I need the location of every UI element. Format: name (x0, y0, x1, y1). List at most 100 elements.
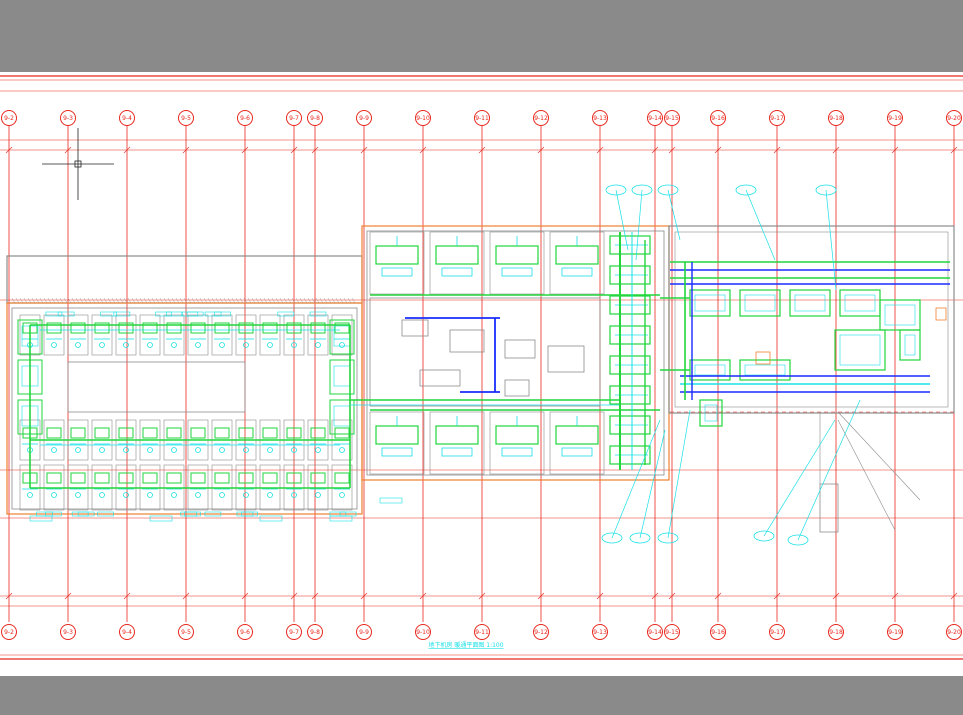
dimension-tick (123, 146, 131, 154)
diffuser-symbol (339, 492, 345, 498)
hatch-line (143, 297, 148, 304)
hatch-line (235, 297, 240, 304)
hatch-line (195, 297, 200, 304)
fan-coil-cell (43, 314, 65, 356)
hatch-line (11, 297, 16, 304)
hatch-line (163, 297, 168, 304)
dimension-tick (5, 146, 13, 154)
fan-coil-unit (286, 322, 302, 334)
axis-bubble-label: 9-9 (359, 629, 369, 636)
axis-bubble (60, 110, 76, 126)
hatch-line (295, 297, 300, 304)
fan-coil-unit (118, 322, 134, 334)
fan-coil-unit (310, 472, 326, 484)
center-equipment (547, 345, 585, 373)
hatch-line (103, 297, 108, 304)
fan-coil-unit (214, 427, 230, 439)
hatch-line (191, 297, 196, 304)
diffuser-symbol (219, 447, 225, 453)
fan-coil-unit (94, 427, 110, 439)
hatch-line (147, 297, 152, 304)
pipe-network (29, 232, 955, 531)
hatch-line (251, 297, 256, 304)
axis-bubble (415, 624, 431, 640)
fan-coil-cell (331, 314, 353, 356)
hatch-line (63, 297, 68, 304)
diffuser-symbol (123, 447, 129, 453)
plant-equipment-core (744, 364, 786, 376)
axis-bubble-label: 9-7 (289, 115, 299, 122)
diffuser-symbol (75, 492, 81, 498)
guest-room-cell (549, 231, 605, 295)
dimension-tick (311, 592, 319, 600)
diffuser-symbol (243, 492, 249, 498)
plant-equipment (699, 399, 723, 427)
axis-bubble-label: 9-4 (122, 115, 132, 122)
hatch-line (327, 297, 332, 304)
dimension-tick (537, 146, 545, 154)
axis-bubble-label: 9-6 (240, 629, 250, 636)
leader-tag (601, 532, 623, 544)
diffuser-symbol (339, 447, 345, 453)
diffuser-symbol (267, 342, 273, 348)
diffuser-symbol (99, 492, 105, 498)
plant-equipment-core (694, 364, 726, 376)
crosshair-icon (42, 128, 114, 200)
hatch-line (267, 297, 272, 304)
dimension-tick (182, 146, 190, 154)
hatch-line (339, 297, 344, 304)
fan-coil-cell (235, 314, 257, 356)
room-tag (329, 515, 353, 522)
left-wing-outline (6, 302, 363, 515)
riser-equipment (609, 355, 651, 375)
fan-coil-unit (190, 322, 206, 334)
hatch-line (15, 297, 20, 304)
riser-equipment (609, 265, 651, 285)
dimension-tick (360, 592, 368, 600)
hatch-line (199, 297, 204, 304)
middle-block-inner-wall (366, 230, 665, 476)
axis-bubble-label: 9-15 (665, 115, 679, 122)
room-fan-coil (495, 245, 539, 265)
diffuser-symbol (147, 492, 153, 498)
fan-coil-unit (46, 472, 62, 484)
hatch-line (59, 297, 64, 304)
hatch-line (175, 297, 180, 304)
center-equipment (419, 369, 461, 387)
dimension-tick (64, 146, 72, 154)
room-tag (165, 311, 183, 317)
plant-equipment (789, 289, 831, 317)
shaft-diagonal (837, 419, 896, 531)
middle-block-center-room (369, 297, 601, 407)
axis-bubble-label: 9-19 (888, 629, 902, 636)
hatch-line (287, 297, 292, 304)
room-tag (204, 511, 222, 517)
axis-bubble (356, 110, 372, 126)
fan-coil-unit (166, 427, 182, 439)
room-tag (29, 515, 53, 522)
axis-bubble-label: 9-16 (711, 115, 725, 122)
room-duct (381, 267, 413, 277)
room-tag (186, 311, 204, 317)
axis-bubble-label: 9-11 (475, 629, 489, 636)
hatch-line (259, 297, 264, 304)
fan-coil-unit (334, 472, 350, 484)
axis-bubble (286, 110, 302, 126)
fan-coil-unit (262, 427, 278, 439)
fan-coil-unit (118, 427, 134, 439)
axis-bubble-label: 9-8 (310, 115, 320, 122)
fan-coil-unit (142, 472, 158, 484)
diffuser-symbol (195, 447, 201, 453)
leader-line (763, 419, 836, 537)
axis-bubble-label: 9-18 (829, 115, 843, 122)
diffuser-symbol (195, 342, 201, 348)
axis-bubble (307, 110, 323, 126)
hatch-line (127, 297, 132, 304)
hatch-line (75, 297, 80, 304)
dimension-tick (241, 146, 249, 154)
axis-bubble (887, 624, 903, 640)
axis-bubble (1, 110, 17, 126)
room-fan-coil (375, 245, 419, 265)
diffuser-symbol (147, 342, 153, 348)
